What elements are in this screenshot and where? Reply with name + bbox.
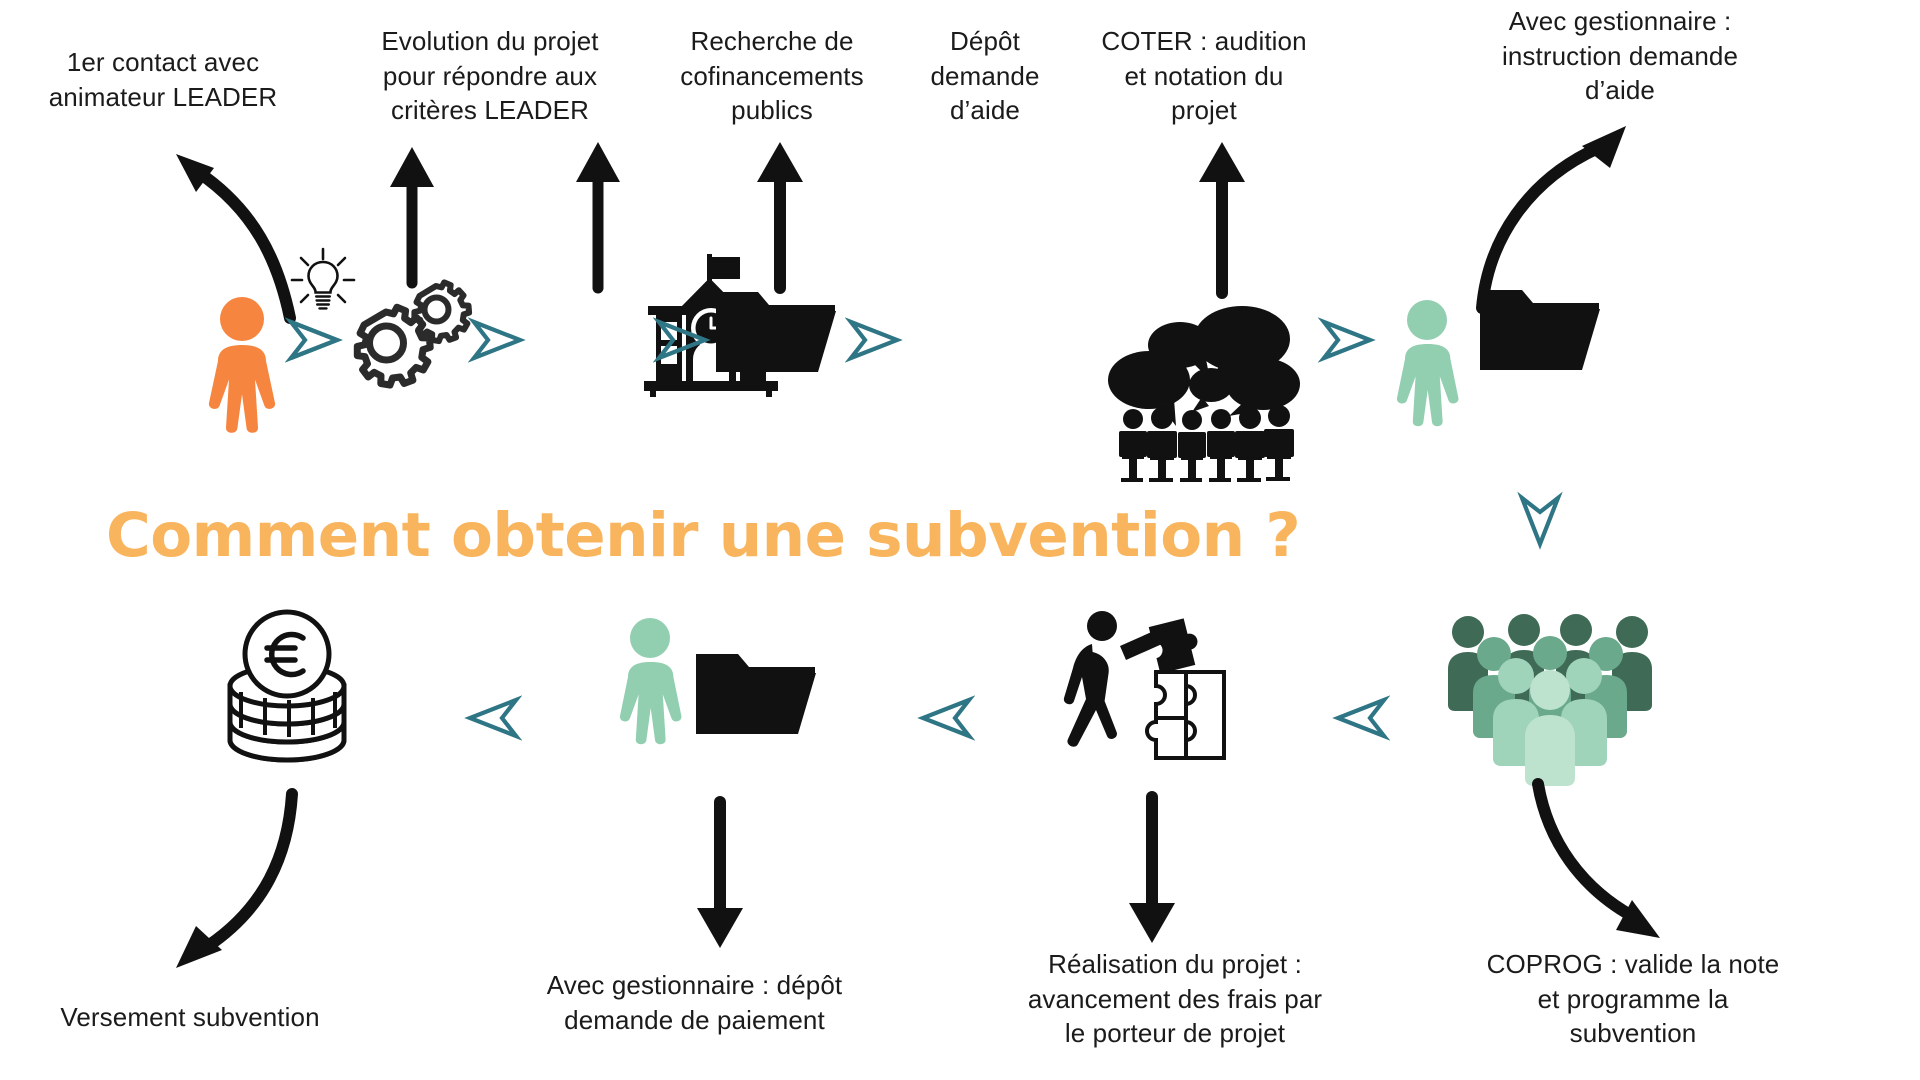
arrow-down-step-8 [1122, 791, 1182, 945]
step-1-label: 1er contact avec animateur LEADER [48, 47, 278, 112]
step-4-label: Dépôt demande d’aide [930, 26, 1040, 126]
green-person-icon-top [1385, 300, 1469, 428]
step-10-label: Versement subvention [60, 1002, 320, 1032]
flow-chevron-left-1 [1330, 690, 1391, 751]
flow-chevron-left-3 [462, 690, 523, 751]
crowd-icon [1442, 610, 1658, 786]
lightbulb-icon [288, 245, 358, 315]
step-8-label: Réalisation du projet : avancement des f… [1027, 949, 1323, 1049]
curved-arrow-down-right [1530, 778, 1670, 945]
flow-chevron-right-1 [284, 312, 345, 373]
flow-chevron-right-5 [1317, 312, 1378, 373]
committee-speech-bubbles-icon [1100, 302, 1300, 482]
arrow-up-step-4 [750, 140, 810, 294]
curved-arrow-up-left [170, 140, 330, 324]
green-person-icon-bottom [608, 618, 692, 746]
gears-icon [340, 279, 473, 392]
curved-arrow-up-right [1470, 120, 1660, 314]
flow-chevron-right-2 [467, 312, 528, 373]
page-title: Comment obtenir une subvention ? [106, 500, 1301, 571]
flow-chevron-right-3 [652, 312, 713, 373]
flow-chevron-left-2 [915, 690, 976, 751]
step-5-label: COTER : audition et notation du projet [1101, 26, 1307, 126]
step-3-label: Recherche de cofinancements publics [680, 26, 864, 126]
euro-coins-icon [215, 609, 365, 770]
puzzle-worker-icon [1060, 610, 1240, 770]
flow-chevron-right-4 [844, 312, 905, 373]
folder-icon [714, 288, 839, 378]
flow-chevron-down [1512, 490, 1568, 557]
orange-person-icon [197, 297, 287, 433]
step-7-label: COPROG : valide la note et programme la … [1486, 949, 1780, 1049]
curved-arrow-down-left [160, 788, 310, 975]
step-2-label: Evolution du projet pour répondre aux cr… [381, 26, 599, 126]
folder-icon-bottom [694, 650, 819, 742]
arrow-up-step-2 [382, 145, 442, 289]
step-6-label: Avec gestionnaire : instruction demande … [1501, 6, 1739, 106]
folder-icon-top-right [1478, 286, 1603, 378]
arrow-down-step-9 [690, 796, 750, 950]
arrow-up-step-5 [1192, 140, 1252, 299]
arrow-up-step-3 [568, 140, 628, 294]
step-9-label: Avec gestionnaire : dépôt demande de pai… [546, 970, 843, 1035]
